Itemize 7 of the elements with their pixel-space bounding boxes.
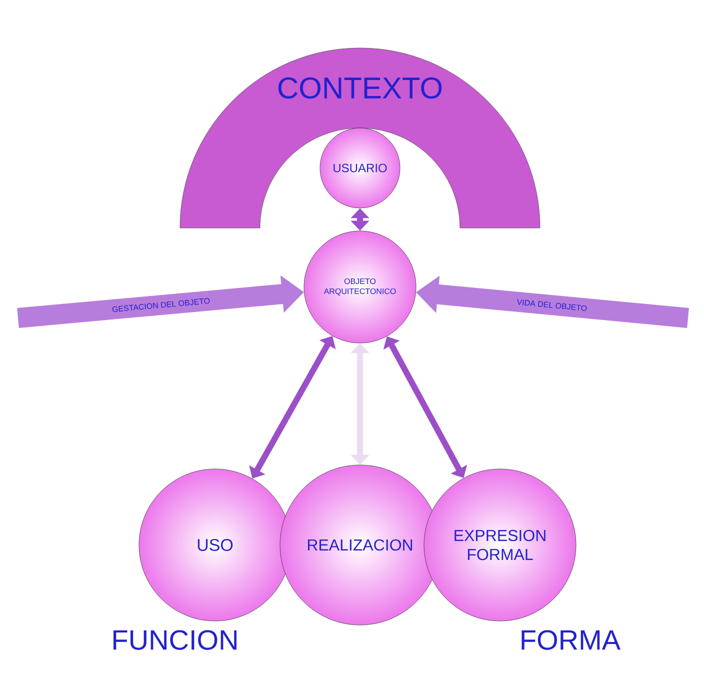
circle-node: OBJETO ARQUITECTONICO (304, 230, 416, 344)
group-label: FORMA (522, 630, 620, 650)
group-label: FUNCION (114, 630, 236, 650)
edge-label: VIDA DEL OBJETO (517, 299, 587, 311)
circle-node: EXPRESION FORMAL (424, 468, 576, 622)
circle-node: USUARIO (320, 128, 400, 208)
edge-label: GESTACION DEL OBJETO (112, 298, 210, 312)
